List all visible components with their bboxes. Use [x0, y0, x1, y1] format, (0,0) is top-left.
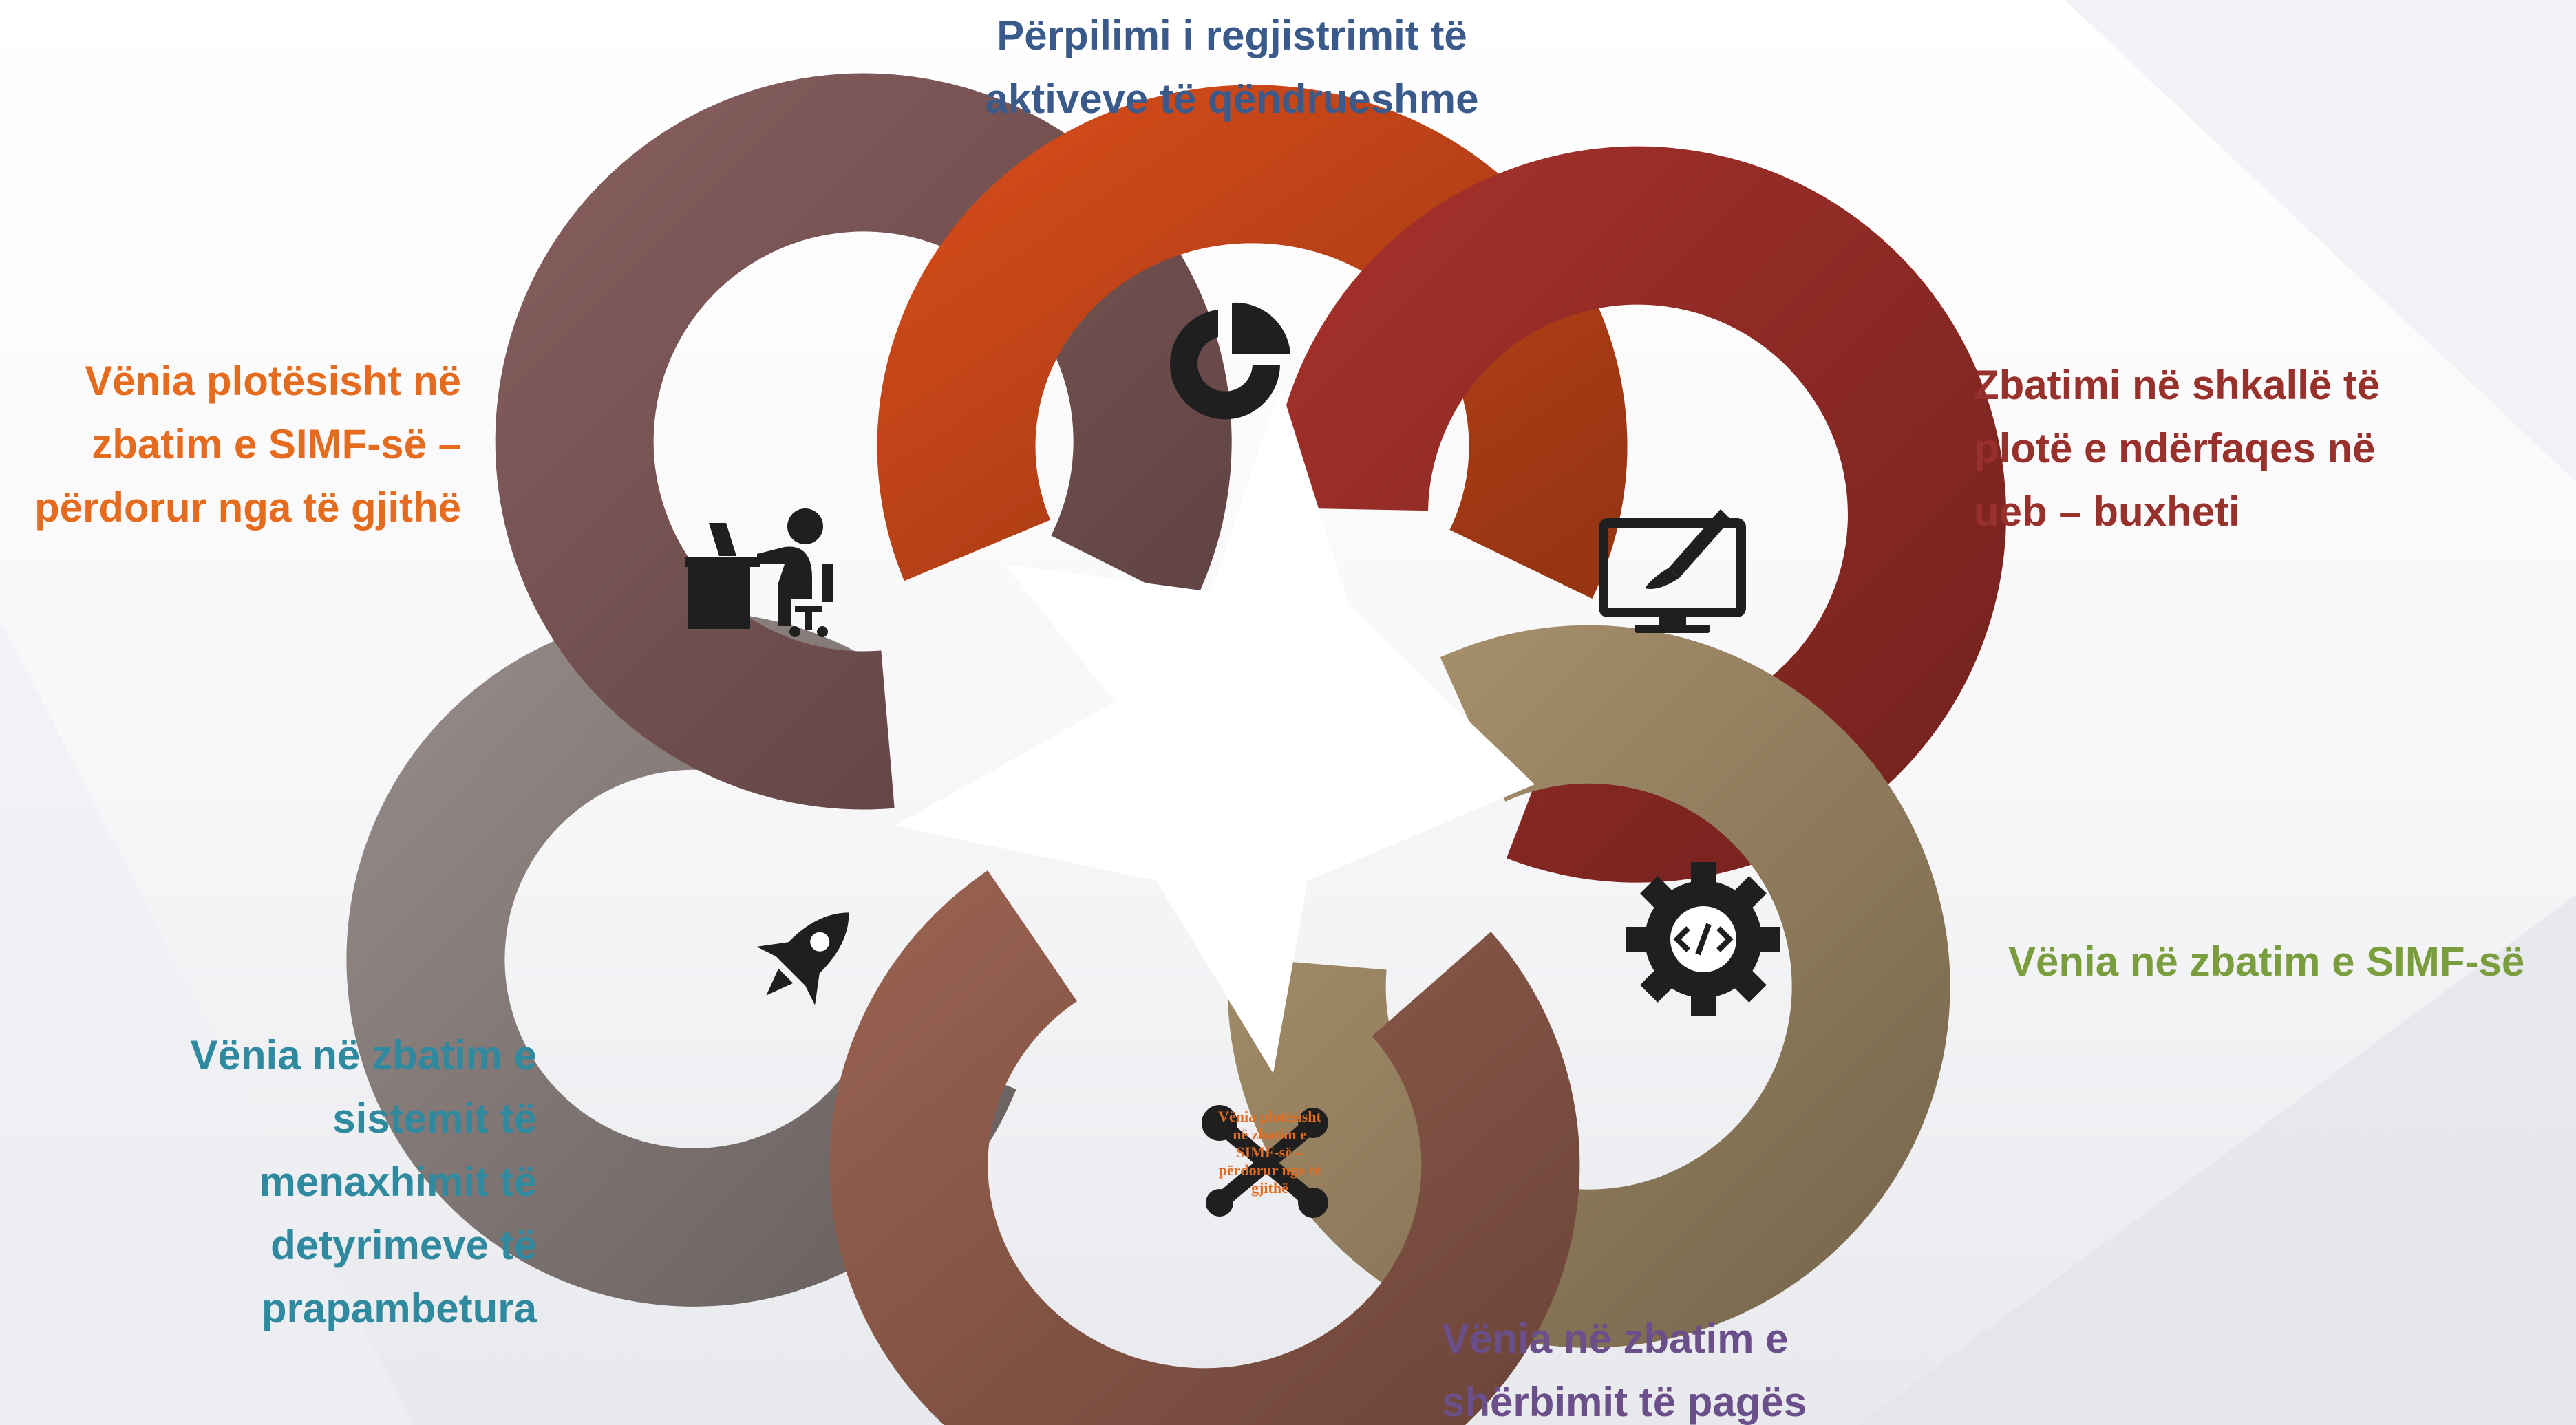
stage-label-left-top: Vënia plotësisht në zbatim e SIMF-së – p… [34, 358, 461, 531]
pie-chart-icon [1170, 302, 1290, 420]
person-at-desk-icon [685, 508, 833, 637]
center-star [895, 385, 1535, 1073]
stage-label-left-bottom: Vënia në zbatim e sistemit të menaxhimit… [190, 1032, 537, 1331]
ring-left-top [495, 73, 1232, 810]
stage-label-bottom: Vënia në zbatim e shërbimit të pagës [1442, 1316, 1807, 1425]
stage-label-top: Përpilimi i regjistrimit të aktiveve të … [985, 12, 1479, 122]
background-facet [0, 619, 413, 1425]
overlay-note: Vënia plotësisht në zbatim e SIMF-së – p… [1218, 1108, 1321, 1197]
tools-icon [1202, 1105, 1328, 1218]
stage-label-right-bottom: Vënia në zbatim e SIMF-së [2008, 939, 2525, 985]
ring-top [877, 85, 1628, 599]
stage-label-right-top: Zbatimi në shkallë të plotë e ndërfaqes … [1974, 362, 2381, 535]
ring-bottom [829, 870, 1580, 1425]
background-facet [2065, 0, 2576, 482]
gear-code-icon [1626, 862, 1780, 1016]
ring-right-bottom [1227, 625, 1950, 1348]
background-facet [1858, 894, 2576, 1425]
monitor-brush-icon [1599, 509, 1746, 633]
